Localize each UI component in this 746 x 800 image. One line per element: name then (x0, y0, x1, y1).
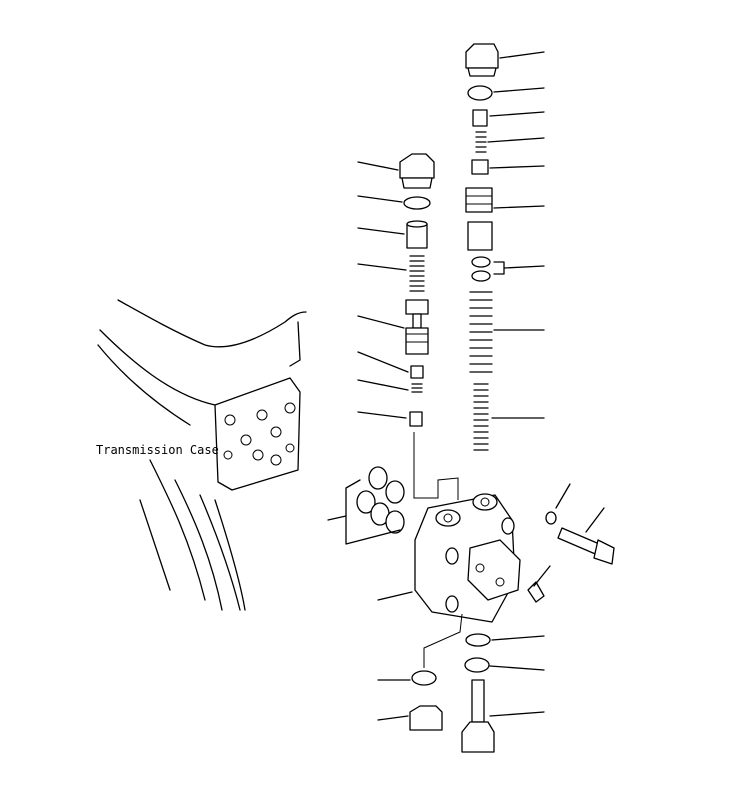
left-small-valve (357, 351, 424, 379)
left-plug-top (357, 153, 435, 189)
breather-fitting (527, 565, 551, 603)
right-plug-top (465, 43, 545, 77)
bottom-washer (465, 633, 545, 647)
valve-body (377, 493, 521, 623)
right-spring-large (469, 291, 545, 373)
right-spring-long (473, 383, 545, 451)
right-spring-small (475, 131, 545, 153)
transmission-case (97, 299, 307, 611)
transmission-case-label: Transmission Case (96, 443, 219, 457)
left-spool (357, 299, 429, 355)
bottom-o-ring-right (464, 657, 545, 673)
mounting-bolt (557, 507, 615, 565)
left-small-spring (357, 379, 423, 393)
bottom-assembly-leader (423, 613, 463, 668)
washer-small (545, 483, 571, 525)
bottom-o-ring-left (377, 670, 437, 686)
left-piston (357, 220, 428, 249)
right-retainer (471, 159, 545, 175)
left-small-plug (357, 411, 423, 427)
right-cap (472, 109, 545, 127)
bottom-plug-right (461, 679, 545, 753)
right-o-ring-pair (471, 256, 545, 282)
left-spring-upper (357, 255, 425, 292)
left-o-ring (357, 195, 431, 210)
right-sleeve (465, 187, 545, 251)
right-o-ring (467, 85, 545, 101)
o-ring-group (327, 466, 405, 545)
left-assembly-leader (413, 432, 459, 500)
bottom-plug-left (377, 705, 443, 731)
